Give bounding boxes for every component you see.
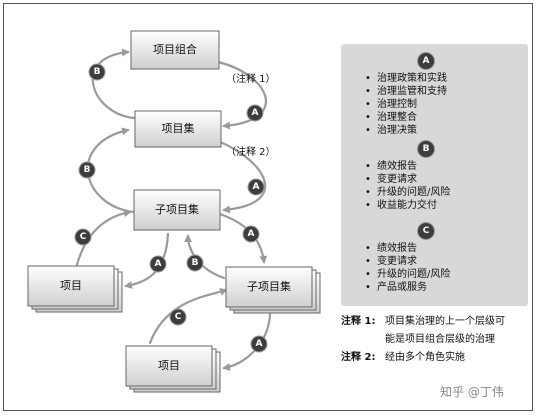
note-2-label: （注释 2） — [226, 145, 276, 158]
footnote-1-line-1: 项目集治理的上一个层级可 — [385, 316, 505, 327]
arrow-portfolio-to-program — [216, 60, 268, 130]
footnote-2-label: 注释 2: — [341, 352, 376, 363]
legend-badge-b: B — [417, 140, 435, 158]
node-subprogram-main-label: 子项目集 — [155, 202, 199, 216]
footnote-2-line-1: 经由多个角色实施 — [385, 352, 465, 363]
badge-c-bottom-project-subprogram: C — [169, 308, 187, 326]
badge-a-program-subprogram: A — [247, 178, 265, 196]
legend-panel: A 治理政策和实践 治理监管和支持 治理控制 治理整合 治理决策 B 绩效报告 … — [341, 44, 528, 306]
legend-list-b: 绩效报告 变更请求 升级的问题/风险 收益能力交付 — [365, 160, 450, 212]
svg-text:A: A — [155, 259, 162, 269]
legend-item: 变更请求 — [365, 173, 450, 186]
legend-item: 升级的问题/风险 — [365, 186, 450, 199]
node-program-label: 项目集 — [162, 121, 195, 135]
badge-a-right-subprogram-project: A — [250, 335, 268, 353]
svg-text:C: C — [80, 232, 87, 242]
node-subprogram-right: 子项目集 — [225, 266, 321, 314]
svg-text:A: A — [248, 229, 255, 239]
legend-item: 治理政策和实践 — [365, 72, 447, 85]
svg-text:A: A — [252, 108, 259, 118]
svg-text:B: B — [84, 165, 91, 175]
node-project-left-label: 项目 — [60, 279, 82, 292]
legend-item: 治理整合 — [365, 111, 447, 124]
badge-a-portfolio-program: A — [246, 104, 264, 122]
arrow-program-to-subprogram — [216, 139, 267, 214]
badge-a-subprogram-right-subprogram: A — [242, 225, 260, 243]
legend-item: 升级的问题/风险 — [365, 268, 450, 281]
legend-item: 治理决策 — [365, 124, 447, 137]
legend-list-a: 治理政策和实践 治理监管和支持 治理控制 治理整合 治理决策 — [365, 72, 447, 137]
svg-text:A: A — [256, 339, 263, 349]
legend-item: 变更请求 — [365, 255, 450, 268]
note-1-label: （注释 1） — [226, 72, 276, 85]
legend-item: 治理监管和支持 — [365, 85, 447, 98]
node-subprogram-right-label: 子项目集 — [247, 279, 291, 293]
svg-text:C: C — [175, 312, 182, 322]
watermark: 知乎 @丁伟 — [440, 385, 504, 399]
svg-text:B: B — [94, 67, 101, 77]
badge-a-subprogram-project: A — [149, 255, 167, 273]
node-project-left: 项目 — [27, 265, 123, 313]
legend-item: 收益能力交付 — [365, 199, 450, 212]
footnote-1-line-2: 能是项目组合层级的治理 — [385, 334, 495, 345]
legend-badge-c: C — [417, 222, 435, 240]
arrow-project-to-subprogram — [74, 209, 132, 270]
badge-c-project-subprogram: C — [74, 228, 92, 246]
svg-text:A: A — [253, 182, 260, 192]
arrow-bottom-project-to-subprogram — [148, 288, 228, 345]
legend-item: 治理控制 — [365, 98, 447, 111]
node-portfolio: 项目组合 — [130, 30, 220, 70]
node-project-bottom: 项目 — [125, 345, 221, 393]
node-project-bottom-label: 项目 — [158, 359, 180, 372]
legend-item: 绩效报告 — [365, 160, 450, 173]
arrow-program-to-portfolio — [91, 48, 136, 120]
legend-badge-a: A — [417, 52, 435, 70]
badge-b-subprogram-program: B — [78, 161, 96, 179]
node-portfolio-label: 项目组合 — [153, 42, 197, 56]
badge-b-program-portfolio: B — [88, 63, 106, 81]
legend-item: 产品或服务 — [365, 281, 450, 294]
legend-item: 绩效报告 — [365, 242, 450, 255]
node-program: 项目集 — [134, 110, 222, 148]
legend-list-c: 绩效报告 变更请求 升级的问题/风险 产品或服务 — [365, 242, 450, 294]
footnote-1-label: 注释 1: — [341, 316, 376, 327]
node-subprogram-main: 子项目集 — [133, 189, 221, 231]
badge-b-right-subprogram-subprogram: B — [186, 254, 204, 272]
svg-text:B: B — [192, 258, 199, 268]
